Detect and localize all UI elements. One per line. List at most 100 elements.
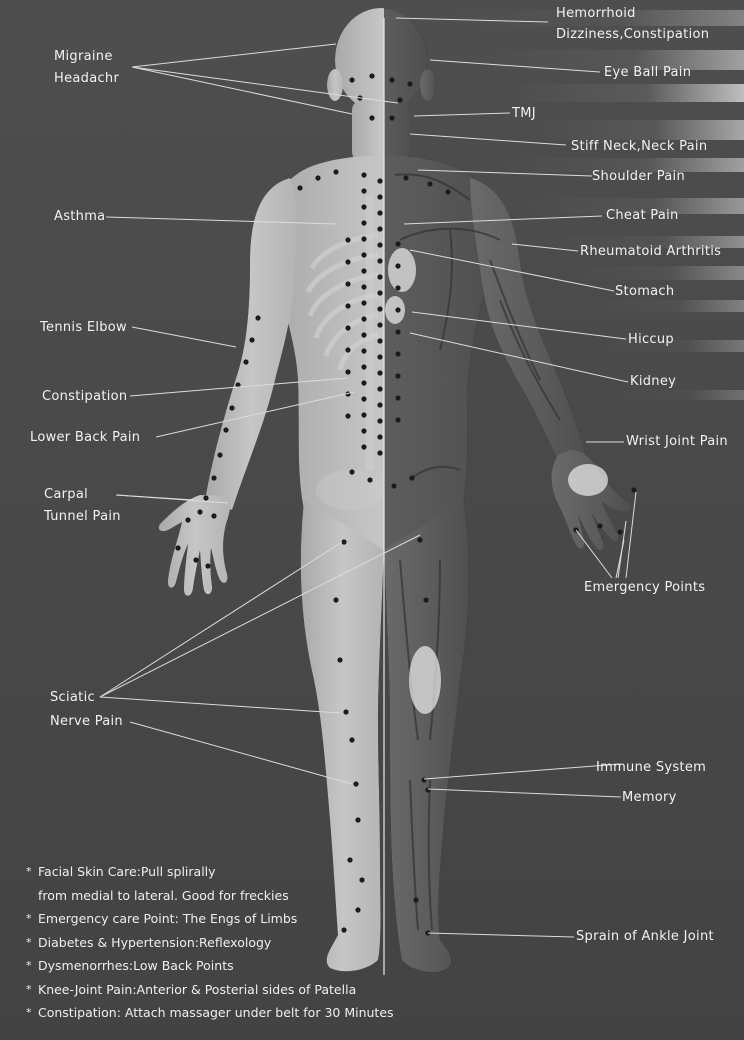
acupoint-dot: [361, 284, 366, 289]
acupoint-dot: [361, 364, 366, 369]
label-lower-back-pain: Lower Back Pain: [30, 430, 140, 446]
acupoint-dot: [355, 817, 360, 822]
acupoint-dot: [345, 369, 350, 374]
label-cheat-pain: Cheat Pain: [606, 208, 679, 224]
acupoint-dot: [361, 236, 366, 241]
label-hiccup: Hiccup: [628, 332, 674, 348]
label-dizziness-constipation: Dizziness,Constipation: [556, 27, 709, 43]
acupoint-dot: [361, 412, 366, 417]
acupoint-dot: [361, 300, 366, 305]
acupoint-dot: [631, 487, 636, 492]
acupoint-dot: [423, 597, 428, 602]
acupoint-dot: [361, 172, 366, 177]
acupoint-dot: [249, 337, 254, 342]
acupoint-dot: [403, 175, 408, 180]
acupoint-dot: [377, 226, 382, 231]
tips-list: *Facial Skin Care:Pull splirally from me…: [24, 860, 484, 1025]
acupoint-dot: [397, 97, 402, 102]
acupoint-dot: [193, 557, 198, 562]
acupoint-dot: [377, 242, 382, 247]
acupoint-dot: [345, 347, 350, 352]
acupoint-dot: [395, 351, 400, 356]
label-kidney: Kidney: [630, 374, 676, 390]
acupoint-dot: [369, 115, 374, 120]
acupoint-dot: [409, 475, 414, 480]
acupoint-dot: [361, 220, 366, 225]
acupoint-dot: [407, 81, 412, 86]
acupoint-dot: [361, 188, 366, 193]
acupoint-dot: [211, 513, 216, 518]
acupoint-dot: [337, 657, 342, 662]
acupoint-dot: [421, 777, 426, 782]
acupoint-dot: [361, 380, 366, 385]
acupoint-dot: [353, 781, 358, 786]
label-stiff-neck: Stiff Neck,Neck Pain: [571, 139, 707, 155]
acupoint-dot: [349, 77, 354, 82]
acupoint-dot: [361, 348, 366, 353]
acupoint-dot: [361, 316, 366, 321]
acupoint-dot: [341, 539, 346, 544]
acupoint-dot: [361, 252, 366, 257]
tip-knee-joint: *Knee-Joint Pain:Anterior & Posterial si…: [24, 978, 484, 1002]
acupoint-dot: [223, 427, 228, 432]
acupoint-dot: [377, 418, 382, 423]
label-emergency-points: Emergency Points: [584, 580, 705, 596]
acupoint-dot: [391, 483, 396, 488]
acupoint-dot: [425, 787, 430, 792]
acupoint-dot: [361, 332, 366, 337]
acupoint-dot: [297, 185, 302, 190]
acupoint-dot: [395, 263, 400, 268]
tip-diabetes: *Diabetes & Hypertension:Reflexology: [24, 931, 484, 955]
acupoint-dot: [427, 181, 432, 186]
acupoint-dot: [349, 737, 354, 742]
acupoint-dot: [377, 434, 382, 439]
acupoint-dot: [377, 450, 382, 455]
acupoint-dot: [377, 386, 382, 391]
label-wrist-joint-pain: Wrist Joint Pain: [626, 434, 728, 450]
acupoint-dot: [377, 194, 382, 199]
label-memory: Memory: [622, 790, 677, 806]
acupoint-dot: [395, 307, 400, 312]
acupoint-dot: [197, 509, 202, 514]
acupoint-dot: [345, 237, 350, 242]
label-asthma: Asthma: [54, 209, 105, 225]
acupoint-dot: [205, 563, 210, 568]
acupoint-dot: [333, 169, 338, 174]
acupoint-dot: [361, 396, 366, 401]
acupoint-dot: [361, 444, 366, 449]
acupoint-dot: [395, 395, 400, 400]
acupoint-dot: [377, 402, 382, 407]
label-carpal: Carpal: [44, 487, 88, 503]
acupoint-dot: [377, 306, 382, 311]
acupoint-dot: [203, 495, 208, 500]
acupoint-dot: [395, 329, 400, 334]
acupoint-dot: [255, 315, 260, 320]
acupoint-dot: [597, 523, 602, 528]
acupoint-dot: [211, 475, 216, 480]
label-hemorrhoid: Hemorrhoid: [556, 6, 636, 22]
acupoint-dot: [315, 175, 320, 180]
acupoint-dot: [361, 428, 366, 433]
label-tennis-elbow: Tennis Elbow: [40, 320, 127, 336]
acupoint-dot: [395, 373, 400, 378]
label-shoulder-pain: Shoulder Pain: [592, 169, 685, 185]
acupoint-dot: [377, 210, 382, 215]
acupoint-dot: [345, 259, 350, 264]
acupoint-dot: [243, 359, 248, 364]
acupoint-dot: [369, 73, 374, 78]
tip-emergency-care: *Emergency care Point: The Engs of Limbs: [24, 907, 484, 931]
acupoint-dot: [345, 303, 350, 308]
acupoint-dot: [175, 545, 180, 550]
label-tmj: TMJ: [512, 106, 536, 122]
acupoint-dot: [345, 281, 350, 286]
label-tunnel-pain: Tunnel Pain: [44, 509, 121, 525]
label-immune-system: Immune System: [596, 760, 706, 776]
acupoint-dot: [617, 529, 622, 534]
label-eye-ball-pain: Eye Ball Pain: [604, 65, 691, 81]
acupoint-dot: [361, 268, 366, 273]
acupoint-dot: [377, 354, 382, 359]
acupoint-dot: [395, 241, 400, 246]
label-stomach: Stomach: [615, 284, 674, 300]
tip-facial-skin-care: *Facial Skin Care:Pull splirally: [24, 860, 484, 884]
